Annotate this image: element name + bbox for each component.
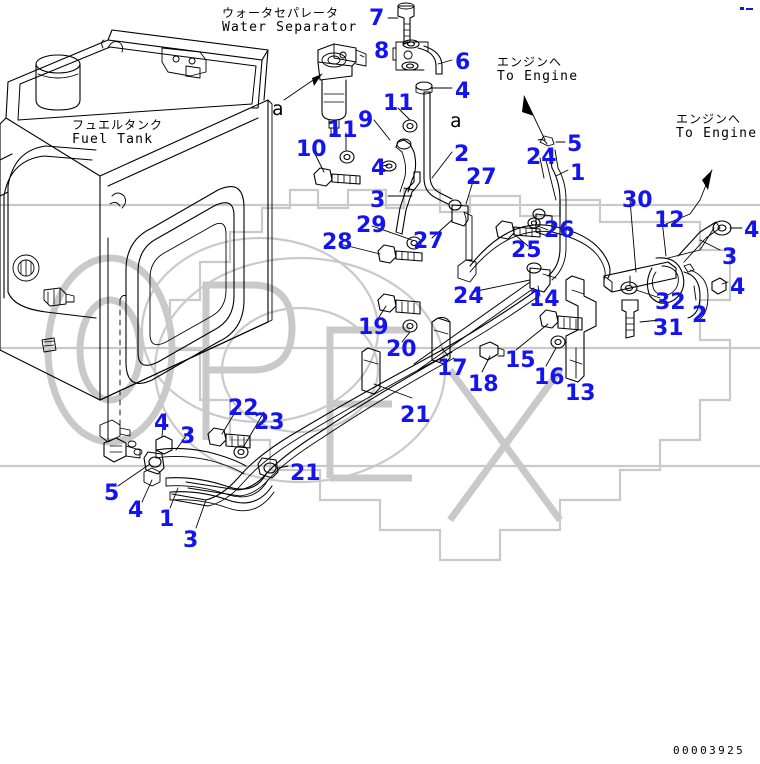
callout-4[interactable]: 4 — [744, 218, 760, 243]
callout-7[interactable]: 7 — [369, 6, 385, 31]
callout-11[interactable]: 11 — [383, 91, 414, 116]
callout-25[interactable]: 25 — [511, 238, 542, 263]
washer-4-right — [712, 220, 732, 236]
corner-mark-icon — [740, 7, 753, 10]
bolt-10 — [313, 167, 361, 187]
banjo-fitting-8 — [395, 39, 443, 75]
washer-11a — [402, 119, 418, 133]
bolt-28 — [377, 244, 423, 264]
callout-30[interactable]: 30 — [622, 188, 653, 213]
callout-24[interactable]: 24 — [526, 145, 557, 170]
callout-4[interactable]: 4 — [371, 156, 387, 181]
callout-19[interactable]: 19 — [358, 315, 389, 340]
right-group — [603, 169, 732, 339]
washer-32 — [620, 281, 638, 295]
section-mark: a — [450, 110, 462, 132]
clamp-27-top — [448, 199, 473, 261]
label-fuel-tank-jp: フュエルタンク — [72, 118, 164, 132]
tank-bottom-fittings — [99, 419, 165, 487]
pipe-9 — [395, 138, 417, 193]
callout-4[interactable]: 4 — [730, 275, 746, 300]
callout-5[interactable]: 5 — [104, 481, 120, 506]
callout-31[interactable]: 31 — [653, 316, 684, 341]
callout-22[interactable]: 22 — [228, 396, 259, 421]
label-fuel-tank-en: Fuel Tank — [72, 132, 154, 148]
callout-6[interactable]: 6 — [455, 50, 471, 75]
callout-3[interactable]: 3 — [370, 188, 386, 213]
callout-3[interactable]: 3 — [722, 245, 738, 270]
callout-13[interactable]: 13 — [565, 381, 596, 406]
callout-3[interactable]: 3 — [180, 424, 196, 449]
washer-11b — [339, 150, 355, 164]
section-mark: a — [272, 98, 284, 120]
clamp-14 — [526, 262, 557, 293]
callout-10[interactable]: 10 — [296, 137, 327, 162]
callout-16[interactable]: 16 — [534, 365, 565, 390]
callout-21[interactable]: 21 — [290, 461, 321, 486]
leader-lines — [117, 17, 743, 529]
callout-9[interactable]: 9 — [358, 108, 374, 133]
bolt-19 — [377, 293, 421, 315]
callout-18[interactable]: 18 — [468, 372, 499, 397]
callout-21[interactable]: 21 — [400, 403, 431, 428]
callout-1[interactable]: 1 — [570, 161, 586, 186]
fuel-tank-body — [0, 29, 273, 401]
drawing-number: 00003925 — [673, 744, 746, 757]
label-water-separator-jp: ウォータセパレータ — [222, 6, 340, 20]
watermark — [0, 188, 760, 562]
plug-18 — [479, 341, 505, 361]
label-to-engine-left-en: To Engine — [497, 69, 579, 85]
callout-2[interactable]: 2 — [454, 142, 470, 167]
water-separator-assembly — [283, 43, 367, 135]
callout-24[interactable]: 24 — [453, 284, 484, 309]
label-water-separator-en: Water Separator — [222, 20, 358, 36]
callout-4[interactable]: 4 — [154, 411, 170, 436]
line-drawing — [0, 2, 743, 529]
callout-8[interactable]: 8 — [374, 39, 390, 64]
callout-4[interactable]: 4 — [128, 498, 144, 523]
callout-2[interactable]: 2 — [692, 303, 708, 328]
watermark-text — [44, 254, 563, 523]
callout-17[interactable]: 17 — [437, 356, 468, 381]
label-to-engine-left-jp: エンジンへ — [497, 55, 563, 69]
label-to-engine-right-jp: エンジンへ — [676, 112, 742, 126]
washer-23 — [233, 445, 249, 459]
bolt-15 — [539, 309, 583, 331]
callout-27[interactable]: 27 — [413, 229, 444, 254]
callout-26[interactable]: 26 — [544, 218, 575, 243]
bolt-31 — [621, 299, 639, 339]
callout-5[interactable]: 5 — [567, 132, 583, 157]
callout-1[interactable]: 1 — [159, 507, 175, 532]
bolt-25 — [495, 220, 541, 240]
washer-26 — [527, 217, 541, 229]
plug-4-lower — [155, 435, 173, 455]
label-to-engine-right-en: To Engine — [676, 126, 758, 142]
callout-15[interactable]: 15 — [505, 348, 536, 373]
callout-27[interactable]: 27 — [466, 165, 497, 190]
callout-29[interactable]: 29 — [356, 213, 387, 238]
clamp-21-bottom — [257, 457, 279, 479]
callout-28[interactable]: 28 — [322, 230, 353, 255]
callout-32[interactable]: 32 — [655, 290, 686, 315]
plug-4-right — [711, 277, 727, 295]
callout-20[interactable]: 20 — [386, 337, 417, 362]
callout-11[interactable]: 11 — [327, 118, 358, 143]
washer-29 — [406, 236, 422, 250]
bolt-7 — [397, 2, 415, 45]
callout-14[interactable]: 14 — [529, 287, 560, 312]
washer-16 — [550, 335, 566, 349]
callout-4[interactable]: 4 — [455, 79, 471, 104]
callout-23[interactable]: 23 — [254, 410, 285, 435]
callout-12[interactable]: 12 — [654, 208, 685, 233]
callout-3[interactable]: 3 — [183, 528, 199, 553]
